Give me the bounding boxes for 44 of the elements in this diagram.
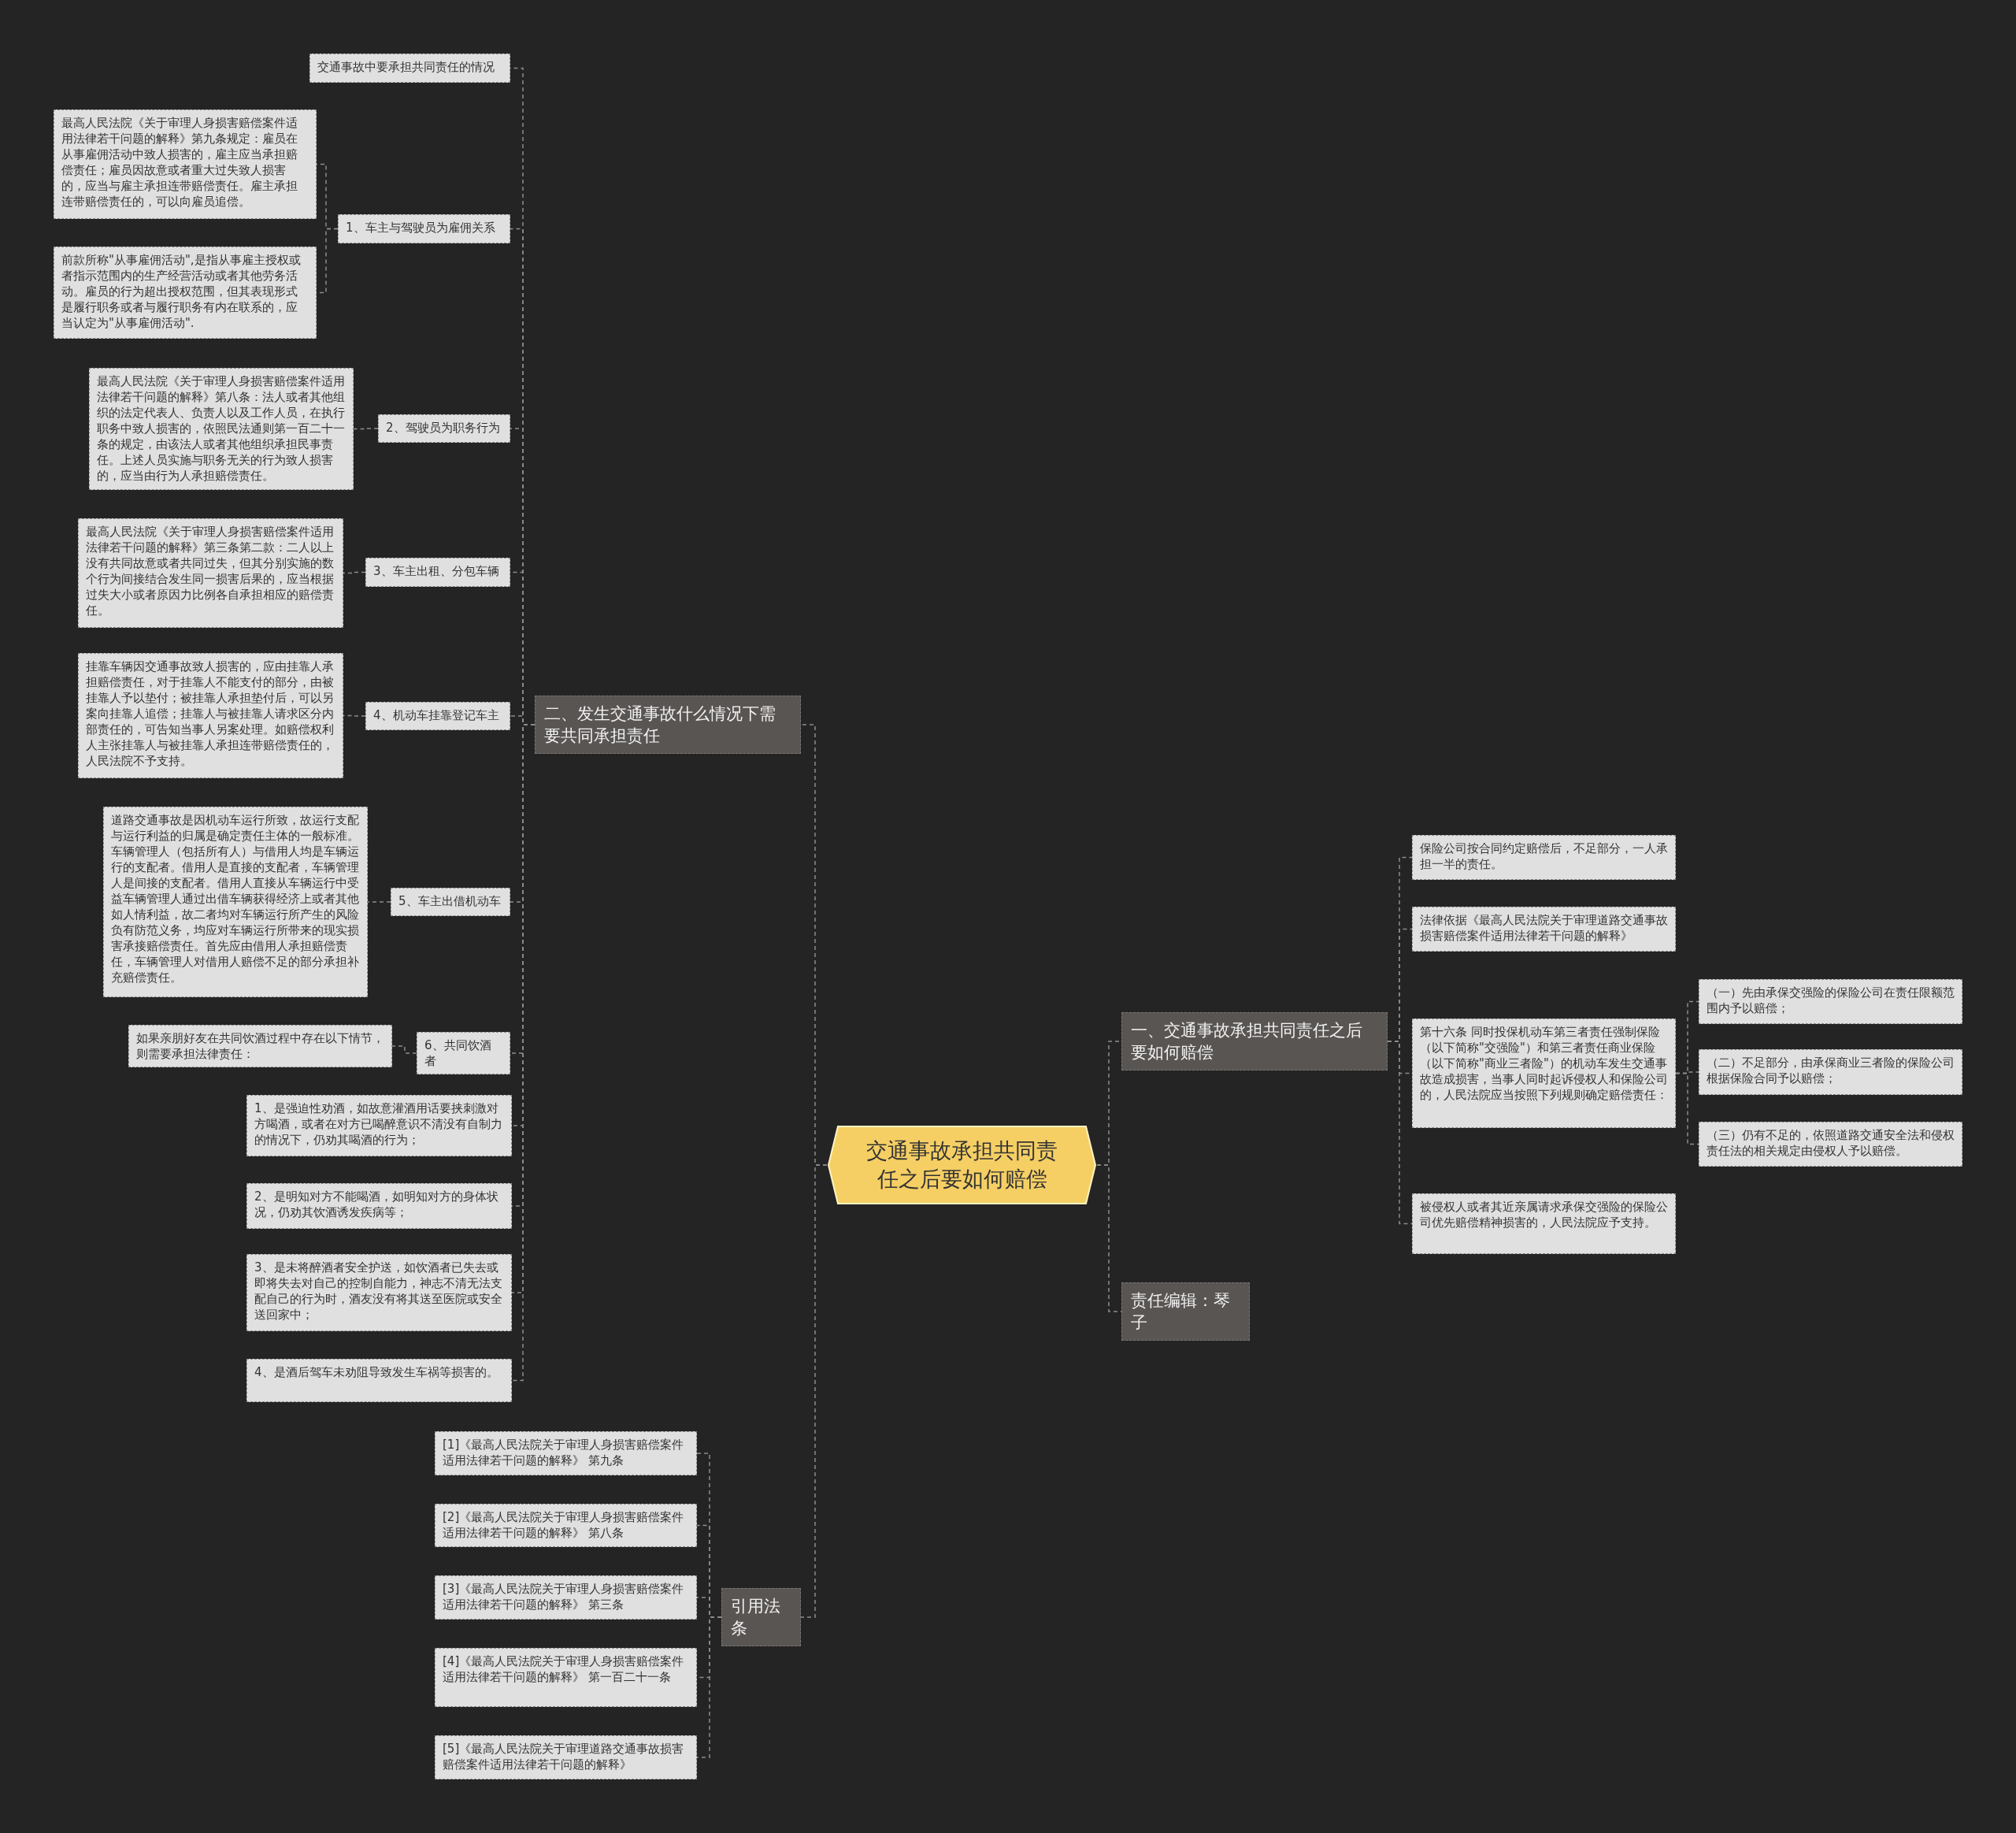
branch-topic: 二、发生交通事故什么情况下需要共同承担责任 [535,696,801,754]
topic-card: 前款所称"从事雇佣活动",是指从事雇主授权或者指示范围内的生产经营活动或者其他劳务活动。雇员的行为超出授权范围，但其表现形式是履行职务或者与履行职务有内在联系的，应当认定为"从事雇佣活动". [54,247,317,339]
topic-card: 3、车主出租、分包车辆 [365,558,510,587]
topic-card: 最高人民法院《关于审理人身损害赔偿案件适用法律若干问题的解释》第九条规定：雇员在从事雇佣活动中致人损害的，雇主应当承担赔偿责任；雇员因故意或者重大过失致人损害的，应当与雇主承担连带赔偿责任。雇主承担连带赔偿责任的，可以向雇员追偿。 [54,109,317,219]
topic-card: 1、是强迫性劝酒，如故意灌酒用话要挟刺激对方喝酒，或者在对方已喝醉意识不清没有自制力的情况下，仍劝其喝酒的行为； [246,1095,512,1156]
topic-card: （一）先由承保交强险的保险公司在责任限额范围内予以赔偿； [1699,979,1962,1024]
central-topic: 交通事故承担共同责任之后要如何赔偿 [827,1125,1097,1205]
topic-card: 4、是酒后驾车未劝阻导致发生车祸等损害的。 [246,1359,512,1402]
topic-card: 道路交通事故是因机动车运行所致，故运行支配与运行利益的归属是确定责任主体的一般标准。车辆管理人（包括所有人）与借用人均是车辆运行的支配者。借用人是直接的支配者，车辆管理人是间接的支配者。借用人直接从车辆运行中受益车辆管理人通过出借车辆获得经济上或者其他如人情利益，故二者均对车辆运行所产生的风险负有防范义务，均应对车辆运行所带来的现实损害承接赔偿责任。首先应由借用人承担赔偿责任，车辆管理人对借用人赔偿不足的部分承担补充赔偿责任。 [103,807,368,997]
topic-card: 挂靠车辆因交通事故致人损害的，应由挂靠人承担赔偿责任，对于挂靠人不能支付的部分，由被挂靠人予以垫付；被挂靠人承担垫付后，可以另案向挂靠人追偿；挂靠人与被挂靠人请求区分内部责任的，可告知当事人另案处理。如赔偿权利人主张挂靠人与被挂靠人承担连带赔偿责任的，人民法院不予支持。 [78,653,343,778]
connector-line [1675,1072,1699,1145]
topic-card: [2]《最高人民法院关于审理人身损害赔偿案件适用法律若干问题的解释》 第八条 [435,1504,697,1547]
topic-card: 最高人民法院《关于审理人身损害赔偿案件适用法律若干问题的解释》第八条：法人或者其他组织的法定代表人、负责人以及工作人员，在执行职务中致人损害的，依照民法通则第一百二十一条的规定，由该法人或者其他组织承担民事责任。上述人员实施与职务无关的行为致人损害的，应当由行为人承担赔偿责任。 [89,368,354,490]
topic-card: [3]《最高人民法院关于审理人身损害赔偿案件适用法律若干问题的解释》 第三条 [435,1575,697,1620]
topic-card: [4]《最高人民法院关于审理人身损害赔偿案件适用法律若干问题的解释》 第一百二十一条 [435,1648,697,1707]
branch-topic: 责任编辑：琴子 [1121,1282,1250,1341]
connector-line [391,1045,417,1054]
topic-card: 最高人民法院《关于审理人身损害赔偿案件适用法律若干问题的解释》第三条第二款：二人以上没有共同故意或者共同过失，但其分别实施的数个行为间接结合发生同一损害后果的，应当根据过失大小或者原因力比例各自承担相应的赔偿责任。 [78,518,343,628]
connector-line [343,714,366,717]
topic-card: 1、车主与驾驶员为雇佣关系 [338,214,510,243]
topic-card: 2、是明知对方不能喝酒，如明知对方的身体状况，仍劝其饮酒诱发疾病等； [246,1183,512,1229]
connector-line [800,1164,828,1618]
topic-card: 4、机动车挂靠登记车主 [365,702,510,730]
connector-line [343,571,366,574]
branch-topic: 一、交通事故承担共同责任之后要如何赔偿 [1121,1012,1388,1070]
topic-card: 被侵权人或者其近亲属请求承保交强险的保险公司优先赔偿精神损害的，人民法院应予支持。 [1412,1193,1676,1254]
topic-card: 5、车主出借机动车 [391,888,510,916]
topic-card: 3、是未将醉酒者安全护送，如饮酒者已失去或即将失去对自己的控制自能力，神志不清无法支配自己的行为时，酒友没有将其送至医院或安全送回家中； [246,1254,512,1331]
topic-card: 2、驾驶员为职务行为 [378,414,510,443]
topic-card: （二）不足部分，由承保商业三者险的保险公司根据保险合同予以赔偿； [1699,1049,1962,1095]
topic-card: [1]《最高人民法院关于审理人身损害赔偿案件适用法律若干问题的解释》 第九条 [435,1431,697,1475]
topic-card: 第十六条 同时投保机动车第三者责任强制保险（以下简称"交强险"）和第三者责任商业保险（以下简称"商业三者险"）的机动车发生交通事故造成损害，当事人同时起诉侵权人和保险公司的，人民法院应当按照下列规则确定赔偿责任： [1412,1019,1676,1128]
connector-line [1387,1041,1413,1225]
branch-topic: 引用法条 [721,1588,801,1646]
topic-card: 6、共同饮酒者 [417,1032,510,1074]
connector-line [353,428,379,430]
topic-card: （三）仍有不足的，依照道路交通安全法和侵权责任法的相关规定由侵权人予以赔偿。 [1699,1122,1962,1167]
topic-card: 如果亲朋好友在共同饮酒过程中存在以下情节，则需要承担法律责任： [128,1025,392,1067]
connector-line [367,901,391,903]
topic-card: [5]《最高人民法院关于审理道路交通事故损害赔偿案件适用法律若干问题的解释》 [435,1735,697,1779]
connector-line [696,1616,722,1758]
topic-card: 保险公司按合同约定赔偿后，不足部分，一人承担一半的责任。 [1412,835,1676,880]
topic-card: 交通事故中要承担共同责任的情况 [309,54,510,83]
topic-card: 法律依据《最高人民法院关于审理道路交通事故损害赔偿案件适用法律若干问题的解释》 [1412,907,1676,952]
